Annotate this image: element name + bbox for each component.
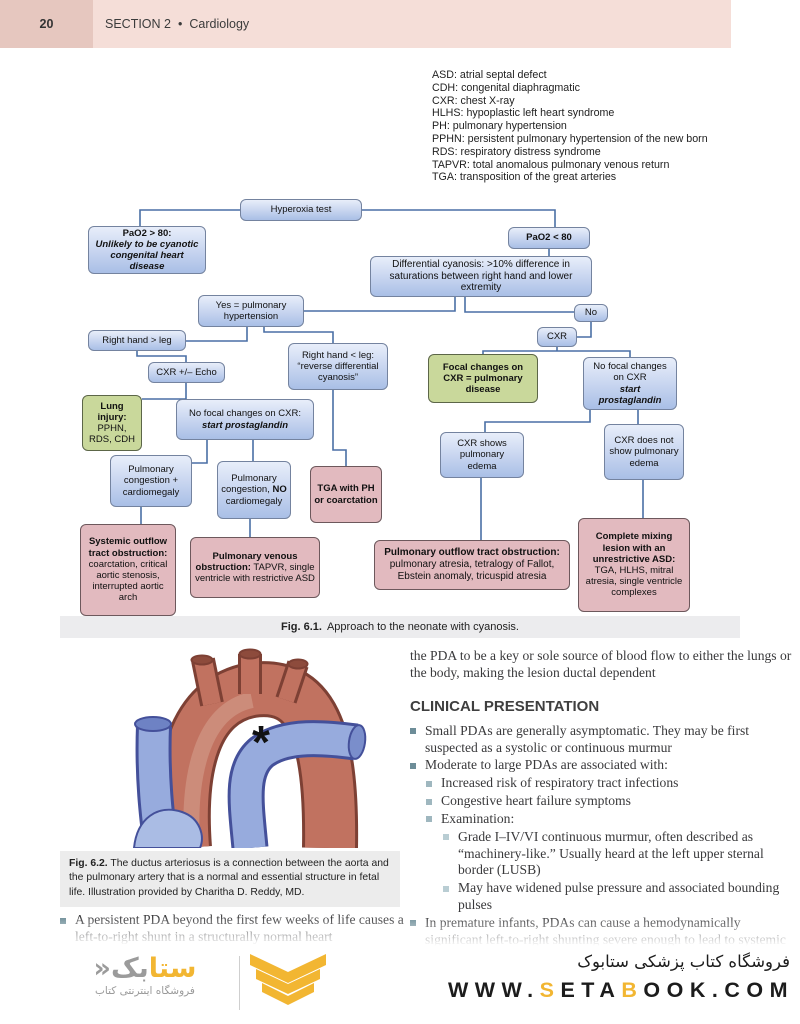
url-segment: OOK.COM <box>643 978 794 1002</box>
bullet-item: Congestive heart failure symptoms <box>426 793 796 810</box>
abbreviation-item: ASD: atrial septal defect <box>432 69 547 81</box>
brand-tagline: فروشگاه اینترنتی کتاب <box>95 984 195 997</box>
right-column: the PDA to be a key or sole source of bl… <box>410 648 796 948</box>
fig-6-1-label: Fig. 6.1. <box>281 621 322 633</box>
flowchart-box-cxr-shows-edema: CXR shows pulmonary edema <box>440 432 524 478</box>
url-segment: S <box>539 978 561 1002</box>
flowchart-box-complete-mixing-lesion: Complete mixing lesion with an unrestric… <box>578 518 690 612</box>
bullet-item: Increased risk of respiratory tract infe… <box>426 775 796 792</box>
flowchart-box-pulmonary-venous-obstruction: Pulmonary venous obstruction: TAPVR, sin… <box>190 537 320 598</box>
brand-word: ستابک« <box>62 954 228 984</box>
fig-6-2-text: The ductus arteriosus is a connection be… <box>69 858 389 898</box>
url-segment: B <box>621 978 644 1002</box>
abbreviation-item: PPHN: persistent pulmonary hypertension … <box>432 132 708 145</box>
setabook-wordmark: ستابک« فروشگاه اینترنتی کتاب <box>62 954 228 997</box>
abbreviation-list: ASD: atrial septal defect CDH: congenita… <box>432 69 708 184</box>
flowchart-box-yes-pulmonary-hypertension: Yes = pulmonary hypertension <box>198 295 304 327</box>
url-segment: WWW. <box>447 978 540 1002</box>
footer: ستابک« فروشگاه اینترنتی کتاب فروشگاه کتا… <box>0 948 800 1024</box>
fig-6-1-caption: Fig. 6.1. Approach to the neonate with c… <box>60 616 740 638</box>
flowchart-box-no-focal-changes-left: No focal changes on CXR:start prostaglan… <box>176 399 314 440</box>
flowchart-box-systemic-outflow-obstruction: Systemic outflow tract obstruction:coarc… <box>80 524 176 616</box>
flowchart-box-pao2-lt-80: PaO2 < 80 <box>508 227 590 249</box>
abbreviation-item: HLHS: hypoplastic left heart syndrome <box>432 107 615 120</box>
fig-6-1-text: Approach to the neonate with cyanosis. <box>326 621 519 633</box>
intro-paragraph: the PDA to be a key or sole source of bl… <box>410 648 792 680</box>
page-number: 20 <box>0 0 93 48</box>
header-band <box>0 0 731 48</box>
abbreviation-item: RDS: respiratory distress syndrome <box>432 145 601 158</box>
asterisk-marker: * <box>252 716 270 768</box>
flowchart-box-right-hand-lt-leg: Right hand < leg: “reverse differential … <box>288 343 388 390</box>
abbreviation-item: TAPVR: total anomalous pulmonary venous … <box>432 158 670 171</box>
website-url: WWW.SETABOOK.COM <box>448 978 794 1003</box>
flowchart-box-focal-changes-cxr: Focal changes on CXR = pulmonary disease <box>428 354 538 403</box>
ductus-arteriosus-illustration: * <box>132 648 367 848</box>
section-header: SECTION 2 • Cardiology <box>105 0 249 48</box>
bullet-item: Grade I–IV/VI continuous murmur, often d… <box>443 829 796 880</box>
bottom-fade <box>0 916 800 950</box>
fig-6-2-caption: Fig. 6.2. The ductus arteriosus is a con… <box>60 851 400 907</box>
bullet-item: Examination: <box>426 811 796 828</box>
bullet-item: Small PDAs are generally asymptomatic. T… <box>410 723 796 757</box>
bullet-item: May have widened pulse pressure and asso… <box>443 880 796 914</box>
section-title: Cardiology <box>189 17 250 31</box>
bullet-item: Moderate to large PDAs are associated wi… <box>410 757 796 774</box>
fig-6-2-label: Fig. 6.2. <box>69 858 108 869</box>
clinical-presentation-heading: CLINICAL PRESENTATION <box>410 697 600 715</box>
section-separator: • <box>178 17 183 31</box>
flowchart-box-right-hand-gt-leg: Right hand > leg <box>88 330 186 351</box>
flowchart-box-hyperoxia-test: Hyperoxia test <box>240 199 362 221</box>
flowchart-box-lung-injury: Lung injury:PPHN, RDS, CDH <box>82 395 142 451</box>
flowchart-box-pao2-gt-80: PaO2 > 80:Unlikely to be cyanotic congen… <box>88 226 206 274</box>
brand-word-gray: بک <box>110 953 149 984</box>
brand-word-yellow: ستا <box>148 953 197 984</box>
abbreviation-item: TGA: transposition of the great arteries <box>432 171 617 184</box>
abbreviation-item: CXR: chest X-ray <box>432 94 515 107</box>
flowchart-box-cxr: CXR <box>537 327 577 347</box>
flowchart-box-cxr-echo: CXR +/– Echo <box>148 362 225 383</box>
abbreviation-item: CDH: congenital diaphragmatic <box>432 81 580 94</box>
url-segment: ETA <box>560 978 622 1002</box>
flowchart-box-pulmonary-congestion-no-cardiomegaly: Pulmonary congestion, NO cardiomegaly <box>217 461 291 519</box>
abbreviation-item: PH: pulmonary hypertension <box>432 120 567 133</box>
chevron-logo-icon <box>250 954 326 1005</box>
flowchart-box-pulmonary-congestion-cardiomegaly: Pulmonary congestion + cardiomegaly <box>110 455 192 507</box>
flowchart-box-pulmonary-outflow-obstruction: Pulmonary outflow tract obstruction:pulm… <box>374 540 570 590</box>
flowchart-box-tga-ph-coarctation: TGA with PH or coarctation <box>310 466 382 523</box>
flowchart-box-cxr-no-edema: CXR does not show pulmonary edema <box>604 424 684 480</box>
flowchart-box-differential-cyanosis: Differential cyanosis: >10% difference i… <box>370 256 592 297</box>
section-label: SECTION 2 <box>105 17 171 31</box>
store-title: فروشگاه کتاب پزشکی ستابوک <box>577 952 790 971</box>
flowchart-box-no: No <box>574 304 608 322</box>
footer-divider <box>239 956 240 1010</box>
brand-arrow-icon: « <box>93 953 111 984</box>
